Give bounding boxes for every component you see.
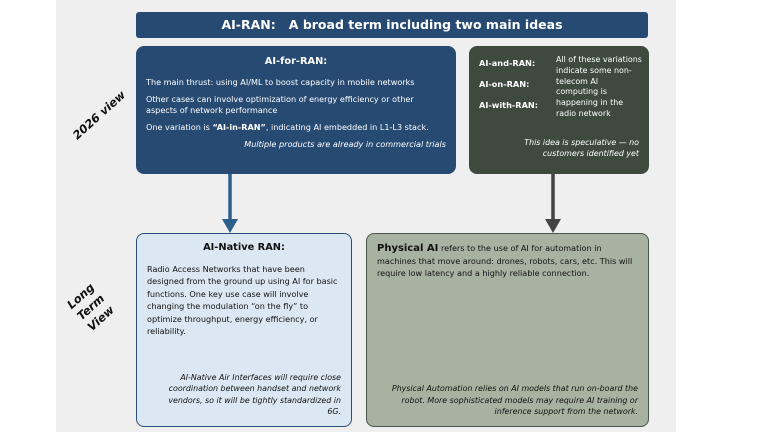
text-physical-ai-body: refers to the use of AI for automation i… [377,243,633,278]
variation-labels: AI-and-RAN: AI-on-RAN: AI-with-RAN: [479,58,538,121]
label-ai-on-ran: AI-on-RAN: [479,79,530,89]
title-bar: AI-RAN: A broad term including two main … [136,12,648,38]
text-main-thrust: The main thrust: using AI/ML to boost ca… [146,77,415,87]
box-ai-for-ran: AI-for-RAN: The main thrust: using AI/ML… [136,46,456,174]
note-commercial-trials: Multiple products are already in commerc… [244,139,446,149]
text-ai-native-description: Radio Access Networks that have been des… [147,264,338,337]
box-ai-native-ran: AI-Native RAN: Radio Access Networks tha… [136,233,352,427]
note-speculative: This idea is speculative — no customers … [524,138,639,158]
text-other-cases: Other cases can involve optimization of … [146,94,414,115]
heading-physical-ai: Physical AI [377,243,439,254]
label-ai-and-ran: AI-and-RAN: [479,58,536,68]
text-physical-ai-description: Physical AI refers to the use of AI for … [377,242,638,279]
text-ai-in-ran: “AI-in-RAN” [212,122,266,132]
text-variation-pre: One variation is [146,122,213,132]
note-ai-native-standardization: AI-Native Air Interfaces will require cl… [168,372,341,417]
box-physical-ai: Physical AI refers to the use of AI for … [366,233,649,427]
note-physical-automation: Physical Automation relies on AI models … [391,384,638,417]
text-variations-description: All of these variations indicate some no… [556,55,642,118]
text-variation-post: , indicating AI embedded in L1-L3 stack. [265,122,429,132]
text-variation: One variation is “AI-in-RAN”, indicating… [146,122,446,133]
label-ai-with-ran: AI-with-RAN: [479,100,539,110]
heading-ai-native-ran: AI-Native RAN: [203,242,285,253]
box-ai-and-ran: AI-and-RAN: AI-on-RAN: AI-with-RAN: All … [469,46,649,174]
heading-ai-for-ran: AI-for-RAN: [264,56,328,67]
